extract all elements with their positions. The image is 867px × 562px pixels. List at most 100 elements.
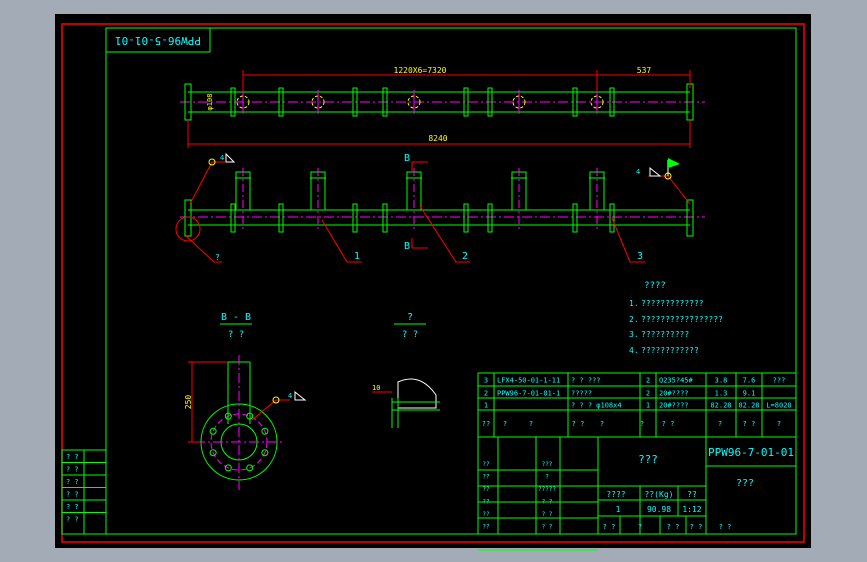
note-1-text: ????????????? <box>641 299 704 308</box>
right-flange-front <box>686 199 694 237</box>
dim-pipe-dia-text: φ108 <box>206 94 214 111</box>
weld-size-left: 4 <box>220 154 224 162</box>
note-2-num: 2. <box>629 315 639 324</box>
weld-size: 4 <box>288 392 292 400</box>
weld-leader <box>251 399 290 421</box>
pipe-joints <box>230 87 615 117</box>
leader-1 <box>321 219 362 263</box>
detail-weld-bead <box>397 378 437 409</box>
part-name: ? ? ? φ108x4 <box>571 402 622 410</box>
bolt-hole <box>224 464 232 472</box>
part-material: 20#???? <box>659 390 689 398</box>
fillet-weld-symbol <box>649 166 662 177</box>
section-bb-view: B - B ? ? 250 4 <box>184 312 307 490</box>
header-joint <box>352 203 358 233</box>
bottom-row-cell: ? ? <box>719 523 732 531</box>
drawing-code: PPW96-7-01-01 <box>708 446 794 459</box>
weld-size-right: 4 <box>636 168 640 176</box>
header-joints <box>230 203 615 233</box>
part-unit-weight: 1.3 <box>715 390 728 398</box>
sign-entry: ????? <box>538 486 556 493</box>
header-joint <box>572 203 578 233</box>
note-1-num: 1. <box>629 299 639 308</box>
title-block-bottom-row: ? ??? ?? ?? ? <box>603 523 732 531</box>
weld-all-around <box>208 158 216 166</box>
bolt-hole <box>209 427 217 435</box>
detail-circle <box>175 216 201 242</box>
part-name: ????? <box>571 390 592 398</box>
note-3-num: 3. <box>629 330 639 339</box>
pipe-joint <box>609 87 615 117</box>
balloon-1: 1 <box>354 251 360 262</box>
stage-label: ???? <box>606 490 625 499</box>
section-letter-top: B <box>404 153 410 164</box>
balloon-3: 3 <box>637 251 643 262</box>
pipe-joint <box>487 87 493 117</box>
section-bb-scale: ? ? <box>228 330 244 340</box>
part-number: 1 <box>484 402 488 410</box>
bolt-hole <box>209 449 217 457</box>
bolt-hole <box>261 449 269 457</box>
weight-value: 90.98 <box>647 505 671 514</box>
section-bb-label: B - B <box>221 312 251 323</box>
part-name: ? ? ??? <box>571 377 601 385</box>
strip-label: ? ? <box>66 503 79 511</box>
pipe-joint <box>572 87 578 117</box>
drawing-name: ??? <box>638 453 658 466</box>
part-note: L=8020 <box>766 402 791 410</box>
part-total-weight: 82.28 <box>738 402 759 410</box>
pipe-joint <box>382 87 388 117</box>
title-block-sign-rows: ?????????????????????? ?? ?? ? <box>477 437 599 551</box>
parts-header-cell: ? ? <box>662 420 675 428</box>
sign-role: ?? <box>482 486 490 493</box>
dim-end-text: 537 <box>637 66 652 75</box>
part-unit-weight: 82.28 <box>710 402 731 410</box>
strip-label: ? ? <box>66 453 79 461</box>
branch-nozzles <box>235 168 605 232</box>
fillet-weld-symbol <box>294 390 307 401</box>
parts-header-cell: ? ? <box>572 420 585 428</box>
fillet-weld-symbol <box>225 152 236 163</box>
part-note: ??? <box>773 377 786 385</box>
strip-label: ? ? <box>66 491 79 499</box>
bolt-hole <box>246 464 254 472</box>
note-2-text: ????????????????? <box>641 315 723 324</box>
part-material: 20#???? <box>659 402 689 410</box>
sign-entry: ??? <box>542 461 553 468</box>
nozzle-circles <box>236 90 604 114</box>
detail-callout: ? <box>215 253 220 262</box>
header-joint <box>278 203 284 233</box>
pipe-joint <box>463 87 469 117</box>
sign-role: ?? <box>482 499 490 506</box>
left-revision-strip: ? ?? ?? ?? ?? ?? ? <box>61 449 107 535</box>
bottom-row-cell: ? ? <box>690 523 703 531</box>
part-code: LFX4-50-01-1-11 <box>497 377 560 385</box>
stage-value: 1 <box>616 505 621 514</box>
drawing-number-rotated: PPW96-5-01-01 <box>115 34 201 47</box>
strip-rows: ? ?? ?? ?? ?? ?? ? <box>62 450 106 534</box>
header-joint <box>230 203 236 233</box>
sign-entry: ? ? <box>542 499 553 506</box>
scale-value: 1:12 <box>682 505 701 514</box>
part-number: 2 <box>484 390 488 398</box>
part-material: Q235?45# <box>659 377 694 385</box>
bottom-row-cell: ? ? <box>603 523 616 531</box>
sign-role: ?? <box>482 461 490 468</box>
sign-role: ?? <box>482 474 490 481</box>
left-flange-front <box>184 199 192 237</box>
parts-header-cell: ? <box>777 420 781 428</box>
pipe-joint <box>278 87 284 117</box>
top-view: 1220X6=7320 537 8240 φ108 <box>180 66 705 148</box>
parts-header-cell: ?? <box>482 420 490 428</box>
sign-role: ?? <box>482 511 490 518</box>
bottom-row-cell: ? <box>638 523 642 531</box>
leader-2 <box>419 205 470 263</box>
dim-spacing-text: 1220X6=7320 <box>394 66 447 75</box>
part-total-weight: 7.6 <box>743 377 756 385</box>
parts-header-cell: ? <box>600 420 604 428</box>
part-qty: 2 <box>646 377 650 385</box>
inner-frame <box>105 27 797 535</box>
weight-label: ??(Kg) <box>645 490 674 499</box>
